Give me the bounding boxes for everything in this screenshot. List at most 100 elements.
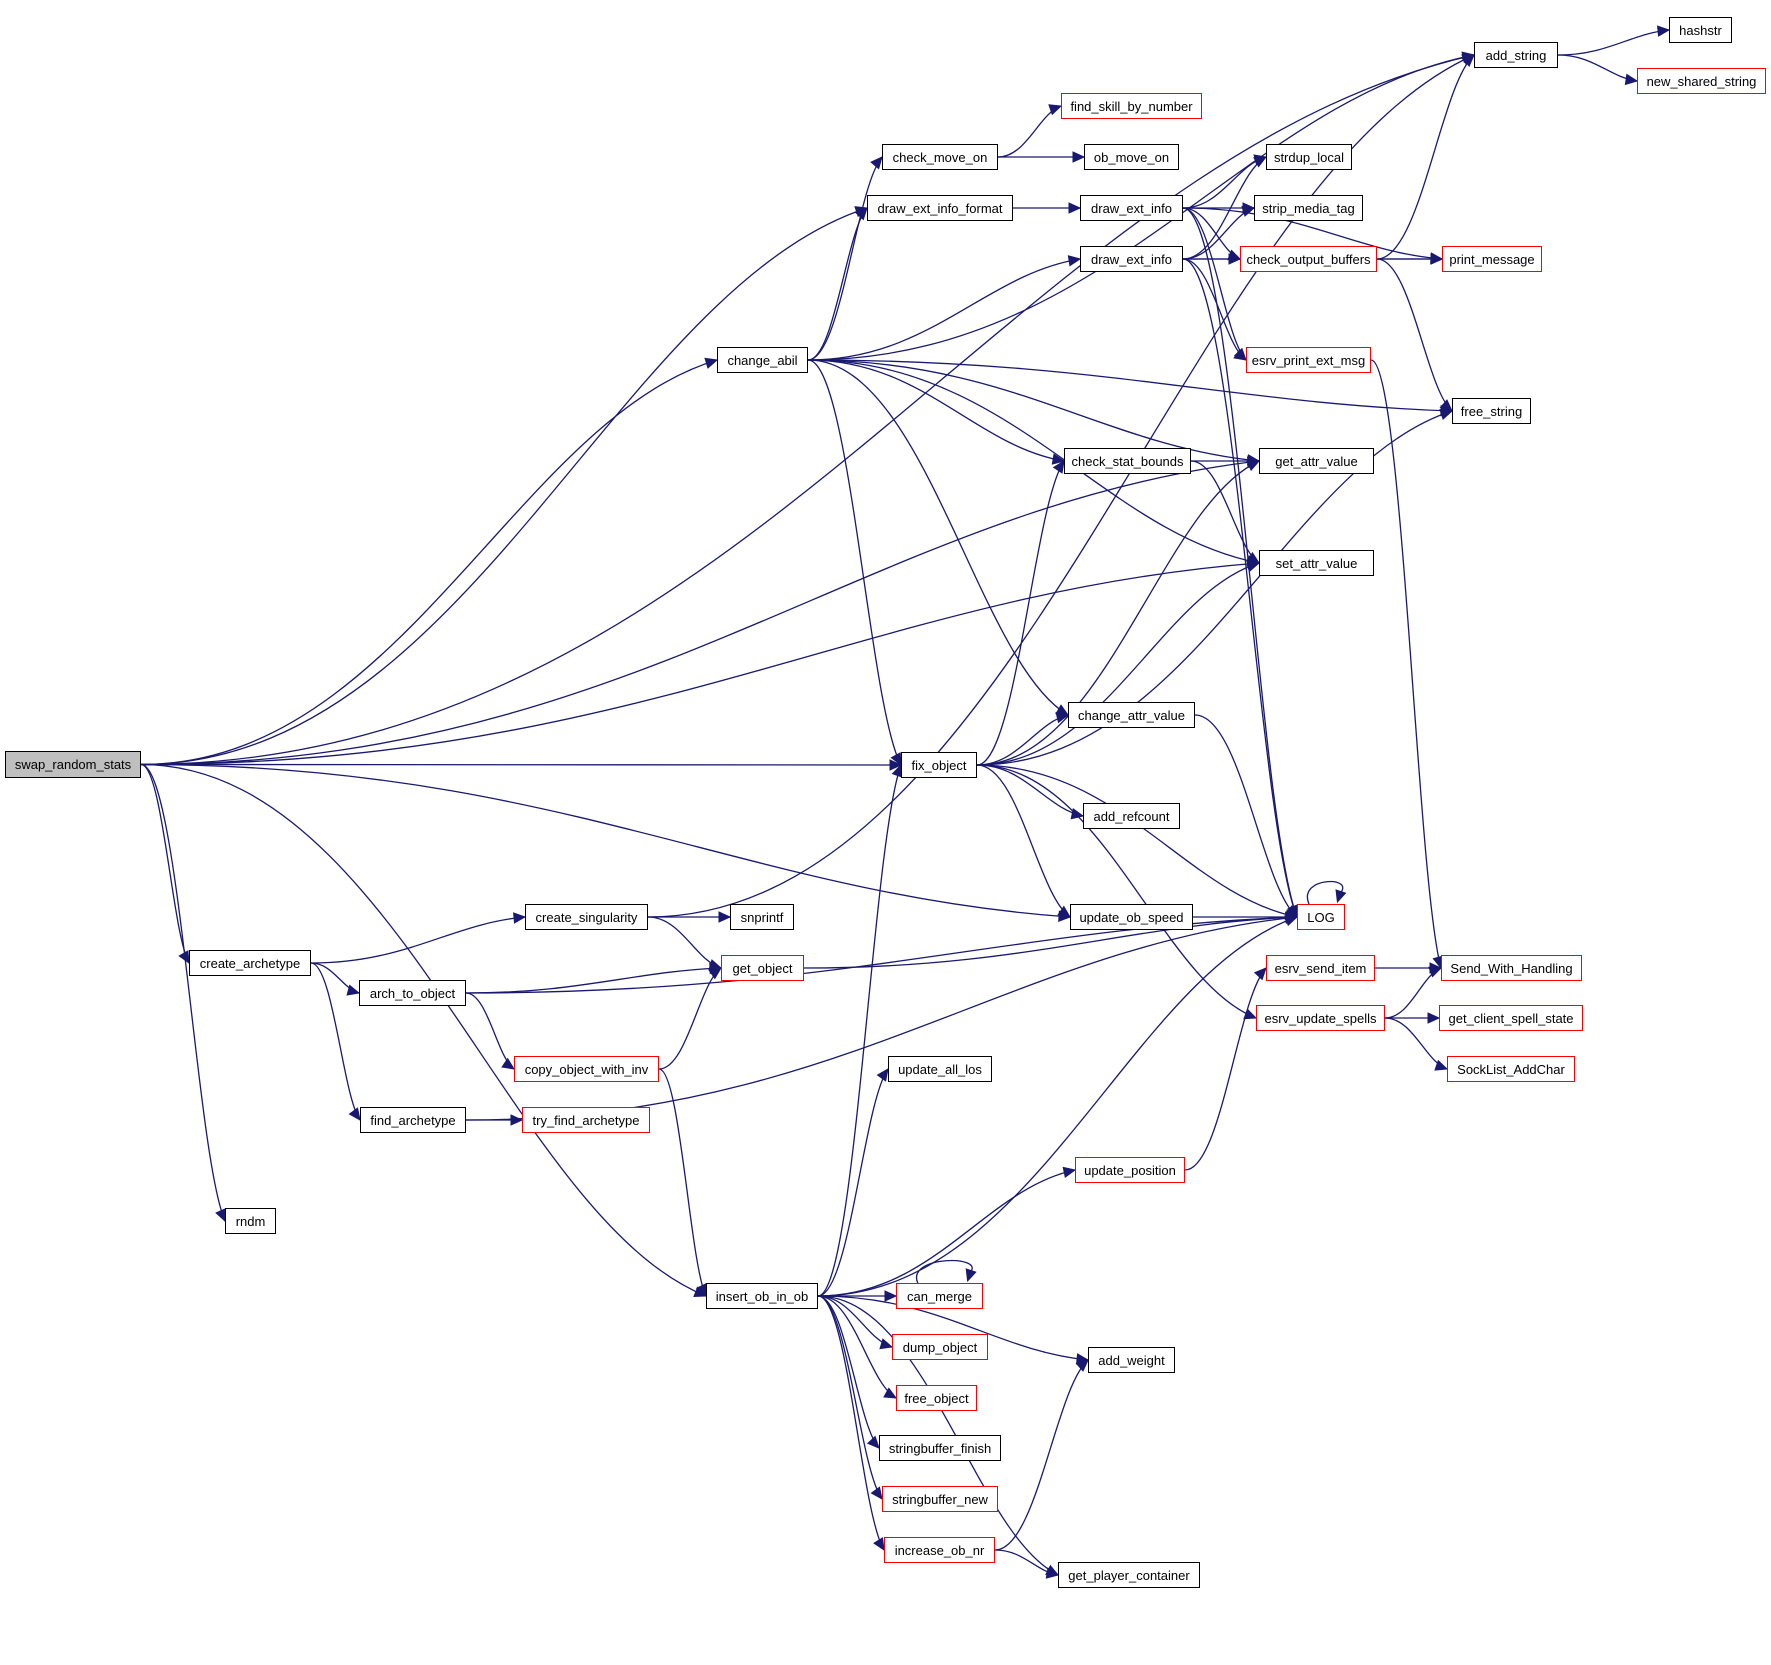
arrowhead-icon: [884, 1290, 898, 1302]
node-label: esrv_update_spells: [1264, 1010, 1377, 1026]
node-label: draw_ext_info: [1091, 200, 1172, 216]
edge-change_abil-to-add_string: [807, 54, 1475, 361]
arrowhead-icon: [873, 1537, 885, 1552]
node-strip-media-tag[interactable]: strip_media_tag: [1254, 195, 1363, 221]
arrowhead-icon: [1075, 1359, 1089, 1372]
edge-find_archetype-to-LOG: [465, 916, 1298, 1121]
node-check-output-buffers[interactable]: check_output_buffers: [1240, 246, 1377, 272]
node-update-ob-speed[interactable]: update_ob_speed: [1070, 904, 1193, 930]
node-free-string[interactable]: free_string: [1452, 398, 1531, 424]
arrowhead-icon: [1246, 560, 1261, 572]
node-rndm[interactable]: rndm: [225, 1208, 276, 1234]
node-esrv-send-item[interactable]: esrv_send_item: [1266, 955, 1375, 981]
edge-swap_random_stats-to-update_ob_speed: [140, 763, 1071, 918]
node-new-shared-string[interactable]: new_shared_string: [1637, 68, 1766, 94]
node-esrv-update-spells[interactable]: esrv_update_spells: [1256, 1005, 1385, 1031]
node-label: SockList_AddChar: [1457, 1061, 1565, 1077]
edge-update_position-to-esrv_send_item: [1184, 967, 1267, 1171]
node-draw-ext-info[interactable]: draw_ext_info: [1080, 246, 1183, 272]
node-copy-object-with-inv[interactable]: copy_object_with_inv: [514, 1056, 659, 1082]
arrowhead-icon: [513, 912, 527, 924]
node-update-all-los[interactable]: update_all_los: [888, 1056, 992, 1082]
edge-insert_ob_in_ob-to-update_position: [817, 1169, 1076, 1297]
node-label: add_weight: [1098, 1352, 1165, 1368]
edge-create_archetype-to-create_singularity: [310, 916, 526, 964]
arrowhead-icon: [1656, 25, 1671, 37]
node-can-merge[interactable]: can_merge: [896, 1283, 983, 1309]
node-label: get_attr_value: [1275, 453, 1358, 469]
node-arch-to-object[interactable]: arch_to_object: [359, 980, 466, 1006]
node-dump-object[interactable]: dump_object: [892, 1334, 988, 1360]
node-try-find-archetype[interactable]: try_find_archetype: [522, 1107, 650, 1133]
arrowhead-icon: [501, 1057, 515, 1070]
node-change-abil[interactable]: change_abil: [717, 347, 808, 373]
arrowhead-icon: [879, 1338, 894, 1350]
edge-draw_ext_info_1-to-LOG: [1182, 207, 1298, 918]
edge-swap_random_stats-to-rndm: [140, 763, 226, 1222]
arrowhead-icon: [889, 759, 903, 771]
node-increase-ob-nr[interactable]: increase_ob_nr: [884, 1537, 995, 1563]
arrowhead-icon: [1070, 808, 1085, 820]
node-log[interactable]: LOG: [1297, 904, 1345, 930]
arrowhead-icon: [1045, 1567, 1060, 1579]
edge-swap_random_stats-to-draw_ext_info_format: [140, 207, 868, 766]
node-snprintf[interactable]: snprintf: [730, 904, 794, 930]
node-add-string[interactable]: add_string: [1474, 42, 1558, 68]
node-update-position[interactable]: update_position: [1075, 1157, 1185, 1183]
node-label: find_archetype: [370, 1112, 456, 1128]
arrowhead-icon: [965, 1268, 977, 1283]
node-send-with-handling[interactable]: Send_With_Handling: [1441, 955, 1582, 981]
node-add-refcount[interactable]: add_refcount: [1083, 803, 1180, 829]
node-find-skill-by-number[interactable]: find_skill_by_number: [1061, 93, 1202, 119]
node-strdup-local[interactable]: strdup_local: [1266, 144, 1352, 170]
node-get-attr-value[interactable]: get_attr_value: [1259, 448, 1374, 474]
node-fix-object[interactable]: fix_object: [901, 752, 977, 778]
node-label: update_ob_speed: [1079, 909, 1184, 925]
node-change-attr-value[interactable]: change_attr_value: [1068, 702, 1195, 728]
node-label: create_singularity: [535, 909, 638, 925]
node-hashstr[interactable]: hashstr: [1669, 17, 1732, 43]
node-esrv-print-ext-msg[interactable]: esrv_print_ext_msg: [1246, 347, 1371, 373]
node-label: find_skill_by_number: [1070, 98, 1193, 114]
node-free-object[interactable]: free_object: [896, 1385, 977, 1411]
node-stringbuffer-finish[interactable]: stringbuffer_finish: [879, 1435, 1001, 1461]
edge-draw_ext_info_1-to-print_message: [1182, 207, 1443, 260]
edge-fix_object-to-add_refcount: [976, 764, 1084, 817]
arrowhead-icon: [1428, 966, 1443, 978]
node-label: snprintf: [740, 909, 784, 925]
node-add-weight[interactable]: add_weight: [1088, 1347, 1175, 1373]
edge-draw_ext_info_2-to-LOG: [1182, 258, 1298, 918]
node-socklist-addchar[interactable]: SockList_AddChar: [1447, 1056, 1575, 1082]
node-get-client-spell-state[interactable]: get_client_spell_state: [1439, 1005, 1583, 1031]
node-draw-ext-info[interactable]: draw_ext_info: [1080, 195, 1183, 221]
node-check-stat-bounds[interactable]: check_stat_bounds: [1064, 448, 1191, 474]
arrowhead-icon: [1439, 408, 1454, 421]
arrowhead-icon: [1072, 151, 1086, 163]
edge-change_abil-to-get_attr_value: [807, 359, 1260, 462]
node-find-archetype[interactable]: find_archetype: [360, 1107, 466, 1133]
node-get-player-container[interactable]: get_player_container: [1058, 1562, 1200, 1588]
node-label: get_object: [732, 960, 793, 976]
node-ob-move-on[interactable]: ob_move_on: [1084, 144, 1179, 170]
node-print-message[interactable]: print_message: [1442, 246, 1542, 272]
arrowhead-icon: [1062, 1166, 1077, 1179]
edge-LOG-to-LOG: [1306, 880, 1344, 905]
edge-increase_ob_nr-to-add_weight: [994, 1359, 1089, 1551]
node-get-object[interactable]: get_object: [721, 955, 804, 981]
edge-fix_object-to-esrv_update_spells: [976, 764, 1257, 1019]
node-set-attr-value[interactable]: set_attr_value: [1259, 550, 1374, 576]
arrowhead-icon: [1624, 73, 1639, 86]
node-label: draw_ext_info_format: [877, 200, 1003, 216]
node-create-singularity[interactable]: create_singularity: [525, 904, 648, 930]
node-check-move-on[interactable]: check_move_on: [882, 144, 998, 170]
node-label: arch_to_object: [369, 985, 456, 1001]
node-label: stringbuffer_new: [892, 1491, 988, 1507]
node-stringbuffer-new[interactable]: stringbuffer_new: [882, 1486, 998, 1512]
node-label: check_output_buffers: [1246, 251, 1371, 267]
arrowhead-icon: [718, 911, 732, 923]
node-create-archetype[interactable]: create_archetype: [189, 950, 311, 976]
node-insert-ob-in-ob[interactable]: insert_ob_in_ob: [706, 1283, 818, 1309]
node-draw-ext-info-format[interactable]: draw_ext_info_format: [867, 195, 1013, 221]
node-label: copy_object_with_inv: [524, 1061, 649, 1077]
